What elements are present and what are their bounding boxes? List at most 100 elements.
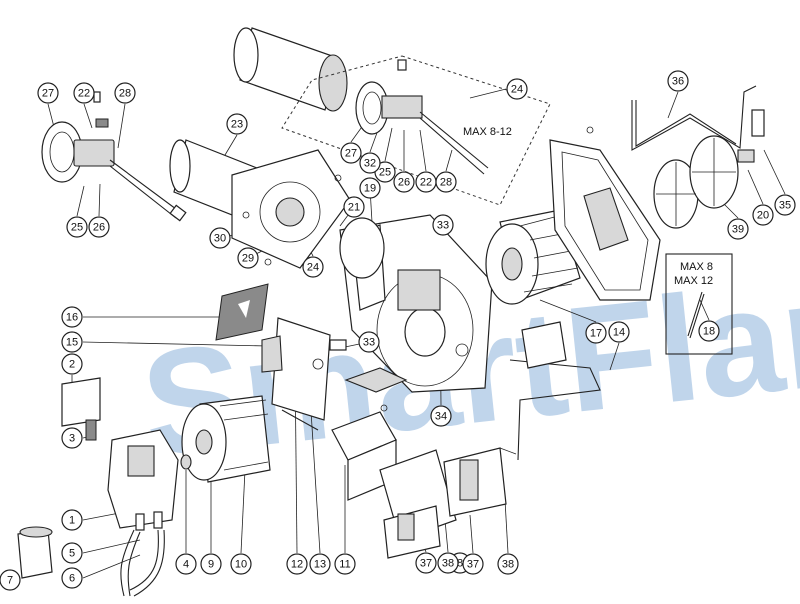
oil-hoses xyxy=(17,526,165,597)
callout-33: 33 xyxy=(432,214,454,236)
callout-number: 11 xyxy=(339,559,350,571)
callout-number: 6 xyxy=(69,573,75,585)
callout-15: 15 xyxy=(61,331,83,353)
callout-4: 4 xyxy=(175,553,197,575)
callout-21: 21 xyxy=(343,196,365,218)
callout-16: 16 xyxy=(61,306,83,328)
callout-number: 12 xyxy=(291,559,303,571)
callout-22: 22 xyxy=(73,82,95,104)
callout-33: 33 xyxy=(358,331,380,353)
callout-29: 29 xyxy=(237,247,259,269)
callout-number: 28 xyxy=(119,88,131,100)
callout-36: 36 xyxy=(667,70,689,92)
callout-24: 24 xyxy=(302,256,324,278)
callout-38: 38 xyxy=(497,553,519,575)
callout-number: 35 xyxy=(779,200,791,212)
blast-tube-upper xyxy=(233,27,348,112)
callout-number: 7 xyxy=(7,575,13,587)
callout-number: 20 xyxy=(757,210,769,222)
callout-number: 24 xyxy=(307,262,319,274)
inset-label-2: MAX 12 xyxy=(674,275,713,287)
callout-20: 20 xyxy=(752,204,774,226)
callout-24: 24 xyxy=(506,78,528,100)
callout-number: 15 xyxy=(66,337,78,349)
callout-number: 22 xyxy=(78,88,90,100)
callout-14: 14 xyxy=(608,321,630,343)
control-boxes xyxy=(331,411,517,559)
callout-37: 37 xyxy=(415,552,437,574)
callout-number: 9 xyxy=(208,559,214,571)
callout-number: 18 xyxy=(703,326,715,338)
callout-number: 1 xyxy=(69,515,75,527)
callout-number: 5 xyxy=(69,548,75,560)
callout-9: 9 xyxy=(200,553,222,575)
callout-number: 25 xyxy=(71,222,83,234)
callout-number: 4 xyxy=(183,559,189,571)
callout-number: 39 xyxy=(732,224,744,236)
callout-number: 32 xyxy=(364,158,376,170)
callout-number: 37 xyxy=(420,558,432,570)
warning-plate xyxy=(215,283,269,341)
callout-39: 39 xyxy=(727,218,749,240)
callout-18: 18 xyxy=(698,320,720,342)
callout-25: 25 xyxy=(66,216,88,238)
callout-number: 33 xyxy=(363,337,375,349)
callout-number: 25 xyxy=(379,167,391,179)
callout-6: 6 xyxy=(61,567,83,589)
callout-10: 10 xyxy=(230,553,252,575)
callout-28: 28 xyxy=(114,82,136,104)
blast-tube-lower xyxy=(169,139,351,269)
oil-pump xyxy=(61,377,179,531)
callout-number: 30 xyxy=(214,233,226,245)
callout-2: 2 xyxy=(61,353,83,375)
callout-27: 27 xyxy=(37,82,59,104)
callout-38: 38 xyxy=(437,552,459,574)
callout-number: 13 xyxy=(314,559,326,571)
callout-number: 37 xyxy=(467,559,479,571)
callout-number: 34 xyxy=(435,411,447,423)
fan-impeller xyxy=(485,209,581,305)
callout-3: 3 xyxy=(61,427,83,449)
callout-number: 27 xyxy=(42,88,54,100)
callout-number: 17 xyxy=(590,328,602,340)
callout-5: 5 xyxy=(61,542,83,564)
callout-30: 30 xyxy=(209,227,231,249)
callout-number: 19 xyxy=(364,183,376,195)
callout-22: 22 xyxy=(415,171,437,193)
callout-23: 23 xyxy=(226,113,248,135)
callout-35: 35 xyxy=(774,194,796,216)
callout-number: 26 xyxy=(93,222,105,234)
fan-motor xyxy=(180,395,271,483)
electrode-kit-box: MAX 8-12 xyxy=(281,55,551,206)
callout-28: 28 xyxy=(435,171,457,193)
air-intake-cover xyxy=(549,126,661,301)
callout-number: 33 xyxy=(437,220,449,232)
electrode-assembly-left xyxy=(41,91,187,222)
callout-19: 19 xyxy=(359,177,381,199)
ignition-wiring xyxy=(509,321,601,461)
callout-37: 37 xyxy=(462,553,484,575)
callout-1: 1 xyxy=(61,509,83,531)
mounting-bracket xyxy=(261,317,331,431)
callout-number: 27 xyxy=(345,148,357,160)
callout-26: 26 xyxy=(88,216,110,238)
burner-housing xyxy=(339,214,493,393)
inset-label-1: MAX 8 xyxy=(680,261,713,273)
callout-17: 17 xyxy=(585,322,607,344)
callout-number: 24 xyxy=(511,84,523,96)
callout-13: 13 xyxy=(309,553,331,575)
callout-number: 36 xyxy=(672,76,684,88)
callout-26: 26 xyxy=(393,171,415,193)
photocell-support xyxy=(329,339,408,412)
callout-number: 28 xyxy=(440,177,452,189)
kit-model-label: MAX 8-12 xyxy=(463,126,512,138)
callout-number: 22 xyxy=(420,177,432,189)
callout-number: 38 xyxy=(442,558,454,570)
callout-11: 11 xyxy=(334,553,356,575)
callout-34: 34 xyxy=(430,405,452,427)
callout-7: 7 xyxy=(0,569,21,591)
callout-number: 26 xyxy=(398,177,410,189)
callout-number: 16 xyxy=(66,312,78,324)
